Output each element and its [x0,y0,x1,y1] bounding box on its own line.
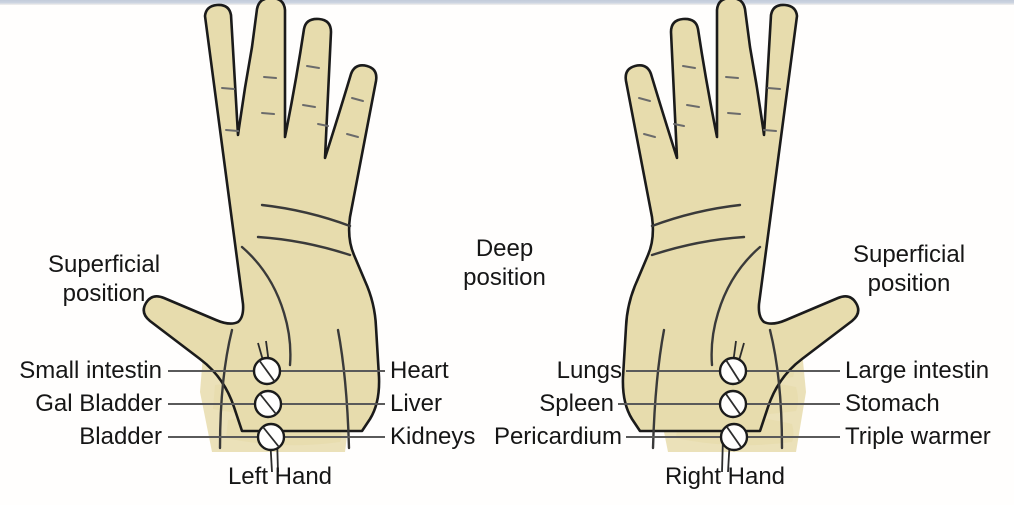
left-superficial-line2: position [62,280,146,307]
label-pericardium: Pericardium [493,423,622,450]
label-gal-bladder: Gal Bladder [35,390,162,417]
right-superficial-line2: position [867,270,951,297]
left-superficial-line1: Superficial [47,251,161,278]
left-palm-crease-3 [240,245,292,367]
right-palm-crease-2 [650,235,746,257]
right-palm-crease-1 [650,203,742,228]
top-edge-band [0,0,1014,5]
left-hand-caption: Left Hand [227,463,333,490]
deep-position-line1: Deep [475,235,534,262]
right-palm-crease-3 [710,245,762,367]
label-bladder: Bladder [79,423,162,450]
deep-position-line2: position [463,264,546,291]
left-palm-crease-1 [260,203,352,228]
left-superficial-position-label: Superficial position [34,250,174,308]
right-superficial-line1: Superficial [852,241,966,268]
deep-position-label: Deep position [437,234,572,292]
label-small-intestin: Small intestin [19,357,162,384]
left-hand-outline [142,0,381,433]
right-finger-knuckles [638,65,781,138]
right-hand-caption: Right Hand [664,463,786,490]
label-heart: Heart [390,357,449,384]
label-large-intestin: Large intestin [845,357,990,384]
label-lungs: Lungs [556,357,622,384]
left-palm-crease-2 [256,235,352,257]
needle-overlays [258,359,742,448]
left-hand-figure [142,0,381,473]
left-wrist-edge-inner [218,328,234,450]
right-superficial-position-label: Superficial position [838,240,980,298]
right-wrist-edge-inner [768,328,784,450]
label-spleen: Spleen [539,390,614,417]
label-triple-warmer: Triple warmer [845,423,991,450]
label-liver: Liver [390,390,443,417]
left-finger-knuckles [221,65,364,138]
right-hand-outline [621,0,860,433]
label-stomach: Stomach [845,390,940,417]
label-kidneys: Kidneys [390,423,476,450]
left-wrist-edge-outer [336,328,351,450]
right-wrist-edge-outer [651,328,666,450]
